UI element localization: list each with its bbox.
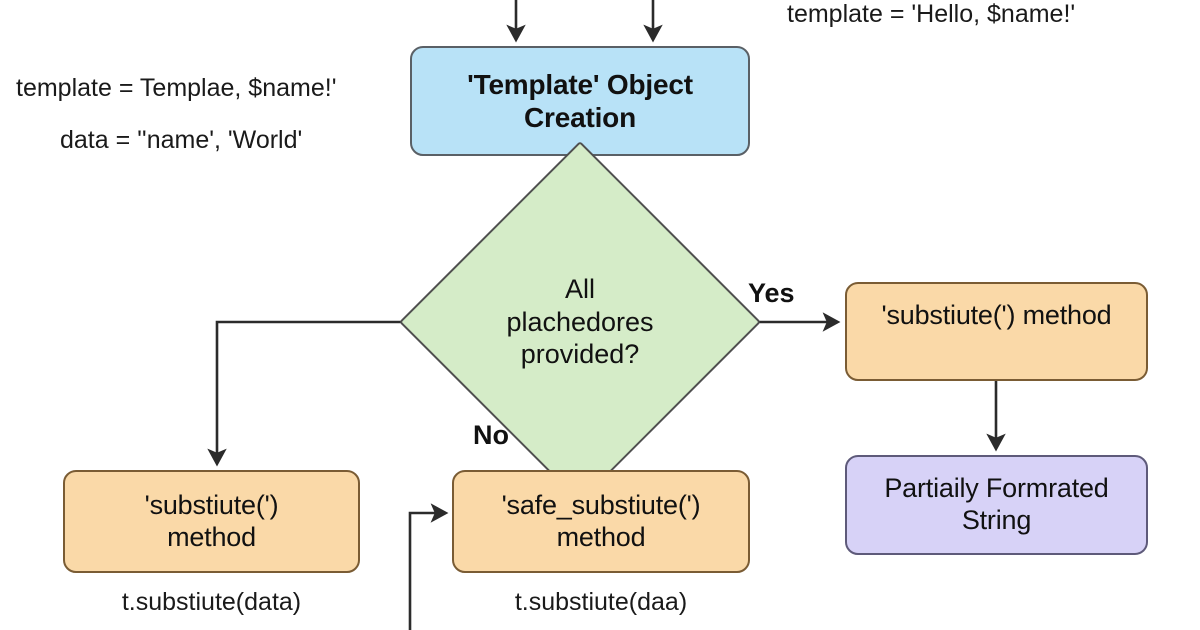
caption-substitute-data: t.substiute(data) (121, 588, 302, 616)
annotation-template-right: template = 'Hello, $name!' (787, 0, 1076, 28)
node-partially-formatted-string[interactable]: Partiaily Formrated String (845, 455, 1148, 555)
node-substitute-method-bottom-left[interactable]: 'substiute(') method (63, 470, 360, 573)
edge-label-yes: Yes (748, 278, 795, 308)
caption-substitute-daa: t.substiute(daa) (514, 588, 688, 616)
decision-label: All plachedores provided? (506, 274, 654, 370)
annotation-template-left: template = Templae, $name!' (16, 74, 337, 102)
edge-label-no: No (473, 420, 509, 450)
edge-loopback-to-safe-substitute (408, 503, 449, 630)
node-template-object-creation[interactable]: 'Template' Object Creation (410, 46, 750, 156)
edge-decision-to-substitute-left (207, 320, 434, 467)
annotation-data-left: data = ''name', 'World' (60, 126, 303, 154)
node-safe-substitute-method[interactable]: 'safe_substiute(') method (452, 470, 750, 573)
node-decision-all-placeholders-provided[interactable]: All plachedores provided? (398, 140, 762, 504)
node-substitute-method-right[interactable]: 'substiute(') method (845, 282, 1148, 381)
